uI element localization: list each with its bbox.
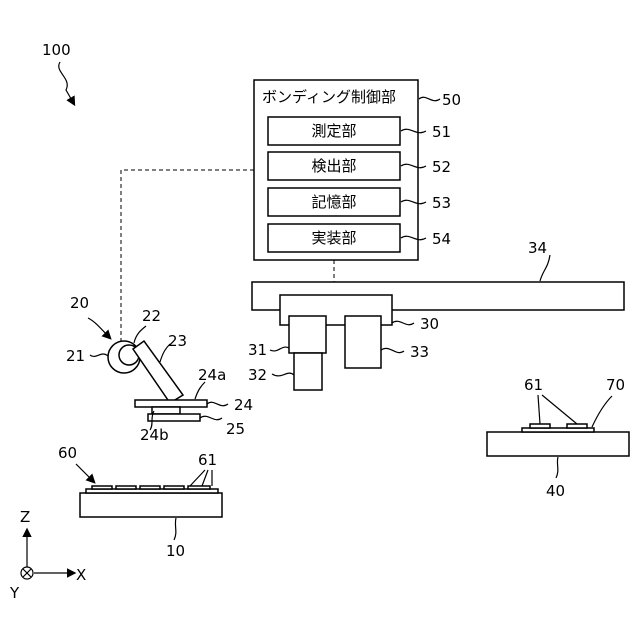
collet-ref: 25 <box>226 420 245 438</box>
mounted-chips-ref: 61 <box>524 376 543 394</box>
y-axis-label: Y <box>9 584 20 602</box>
module-memory: 記憶部 53 <box>268 188 451 216</box>
arm-ref: 23 <box>168 332 187 350</box>
mounted-chips-leader-2 <box>542 395 577 424</box>
module-memory-ref: 53 <box>432 194 451 212</box>
z-axis-label: Z <box>20 508 30 526</box>
bonding-tool <box>345 316 381 368</box>
module-measure-ref: 51 <box>432 123 451 141</box>
module-measure-label: 測定部 <box>311 122 356 140</box>
module-mount: 実装部 54 <box>268 224 451 252</box>
target-stage: 61 70 40 <box>487 376 629 500</box>
mounted-chip <box>567 424 587 428</box>
chip <box>116 486 136 489</box>
chip <box>164 486 184 489</box>
camera-upper-leader <box>270 347 289 351</box>
mounted-chip <box>530 424 550 428</box>
source-stage-block <box>80 493 222 517</box>
module-mount-label: 実装部 <box>311 229 356 247</box>
bond-head-ref: 30 <box>420 315 439 333</box>
head-ref: 24 <box>234 396 253 414</box>
controller-ref: 50 <box>442 91 461 109</box>
module-measure: 測定部 51 <box>268 117 451 145</box>
head-lower <box>152 407 180 414</box>
figure-number: 100 <box>42 41 71 59</box>
chip <box>140 486 160 489</box>
picker-arrow <box>88 318 110 338</box>
pivot-inner-ref: 22 <box>142 307 161 325</box>
pivot-outer-ref: 21 <box>66 347 85 365</box>
camera-lower-leader <box>272 373 294 376</box>
rail-ref: 34 <box>528 239 547 257</box>
wafer-ref: 60 <box>58 444 77 462</box>
source-stage-leader <box>174 518 176 540</box>
target-stage-block <box>487 432 629 456</box>
pivot-outer-leader <box>90 354 108 356</box>
picker-ref: 20 <box>70 294 89 312</box>
head <box>135 400 207 407</box>
signal-line-picker <box>121 170 254 342</box>
chip <box>188 486 210 489</box>
substrate-leader <box>592 396 612 427</box>
head-top-leader <box>195 382 205 399</box>
module-mount-ref: 54 <box>432 230 451 248</box>
collet <box>148 414 200 421</box>
substrate-ref: 70 <box>606 376 625 394</box>
camera-lower <box>294 353 322 390</box>
mounted-chips-leader-1 <box>538 395 540 424</box>
module-detect: 検出部 52 <box>268 152 451 180</box>
head-leader <box>207 402 228 405</box>
camera-upper <box>289 316 326 353</box>
coordinate-axes: Z X Y <box>9 508 86 602</box>
picker-assembly: 20 21 22 23 24a 24 24b 25 <box>66 294 253 444</box>
module-detect-label: 検出部 <box>311 157 356 175</box>
source-stage: 60 61 10 <box>58 444 222 560</box>
target-stage-leader <box>556 457 558 478</box>
arm <box>133 341 183 403</box>
camera-upper-ref: 31 <box>248 341 267 359</box>
bond-head-leader <box>392 321 414 324</box>
head-bottom-ref: 24b <box>140 426 169 444</box>
chips-ref: 61 <box>198 451 217 469</box>
module-detect-ref: 52 <box>432 158 451 176</box>
x-axis-label: X <box>76 566 86 584</box>
target-stage-ref: 40 <box>546 482 565 500</box>
controller-title: ボンディング制御部 <box>262 88 396 106</box>
chip <box>92 486 112 489</box>
figure-arrow <box>59 62 74 104</box>
wafer-arrow <box>76 464 94 482</box>
source-stage-ref: 10 <box>166 542 185 560</box>
head-top-ref: 24a <box>198 366 226 384</box>
collet-leader <box>200 416 222 419</box>
bonding-tool-leader <box>381 348 404 352</box>
rail-leader <box>540 255 550 281</box>
module-memory-label: 記憶部 <box>311 193 356 211</box>
bonding-tool-ref: 33 <box>410 343 429 361</box>
camera-lower-ref: 32 <box>248 366 267 384</box>
bonding-controller: ボンディング制御部 50 測定部 51 検出部 52 記憶部 53 実装部 54 <box>254 80 461 260</box>
controller-leader <box>419 97 440 100</box>
